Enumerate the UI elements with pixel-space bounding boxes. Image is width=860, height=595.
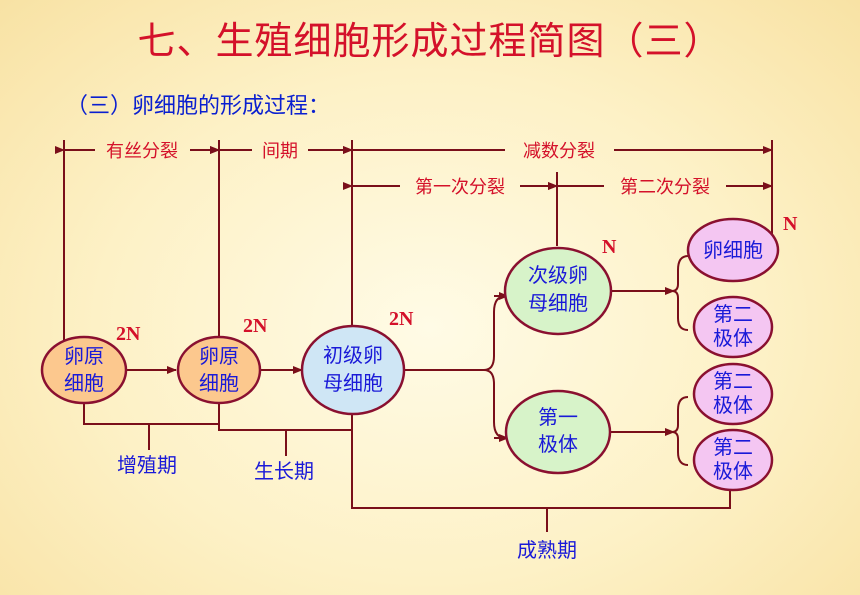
primary-oocyte-label-b: 母细胞 [323, 371, 383, 395]
polar2c-label-a: 第二 [713, 435, 753, 459]
period-maturation: 成熟期 [517, 538, 577, 562]
oogonium-label-2a: 卵原 [199, 344, 239, 368]
polar2b-label-a: 第二 [713, 369, 753, 393]
phase-meiosis-2: 第二次分裂 [620, 177, 710, 198]
primary-oocyte-label-a: 初级卵 [323, 343, 383, 367]
polar2a-label-b: 极体 [713, 326, 753, 350]
ploidy-primary: 2N [389, 308, 414, 330]
oogonium-cell-1 [40, 335, 128, 405]
oogonium-label-2b: 细胞 [199, 371, 239, 395]
first-polar-body-cell [504, 389, 612, 475]
polar2c-label-b: 极体 [713, 459, 753, 483]
period-proliferation: 增殖期 [117, 453, 177, 477]
second-polar-body-cell-3 [692, 428, 774, 492]
page-title: 七、生殖细胞形成过程简图（三） [137, 19, 723, 63]
polar2a-label-a: 第二 [713, 302, 753, 326]
ploidy-secondary: N [602, 236, 617, 258]
phase-interphase: 间期 [262, 141, 298, 162]
ploidy-egg: N [783, 213, 798, 235]
secondary-oocyte-cell [503, 246, 613, 336]
first-polar-label-b: 极体 [538, 432, 578, 456]
phase-meiosis: 减数分裂 [523, 141, 595, 162]
egg-label: 卵细胞 [703, 238, 763, 262]
ploidy-oogonium-2: 2N [243, 315, 268, 337]
second-polar-body-cell-2 [692, 362, 774, 426]
section-subtitle: （三）卵细胞的形成过程： [66, 94, 331, 119]
polar2b-label-b: 极体 [713, 393, 753, 417]
second-polar-body-cell-1 [692, 295, 774, 359]
first-polar-label-a: 第一 [538, 405, 578, 429]
period-growth: 生长期 [254, 459, 314, 483]
secondary-oocyte-label-a: 次级卵 [528, 263, 588, 287]
ploidy-oogonium-1: 2N [116, 323, 141, 345]
phase-brackets [55, 140, 773, 532]
primary-oocyte-cell [300, 324, 406, 416]
egg-cell [686, 217, 780, 283]
oogonium-label-1b: 细胞 [64, 371, 104, 395]
phase-mitosis: 有丝分裂 [106, 141, 178, 162]
oogonium-label-1a: 卵原 [64, 344, 104, 368]
oogonium-cell-2 [176, 335, 262, 405]
phase-meiosis-1: 第一次分裂 [415, 177, 505, 198]
secondary-oocyte-label-b: 母细胞 [528, 291, 588, 315]
